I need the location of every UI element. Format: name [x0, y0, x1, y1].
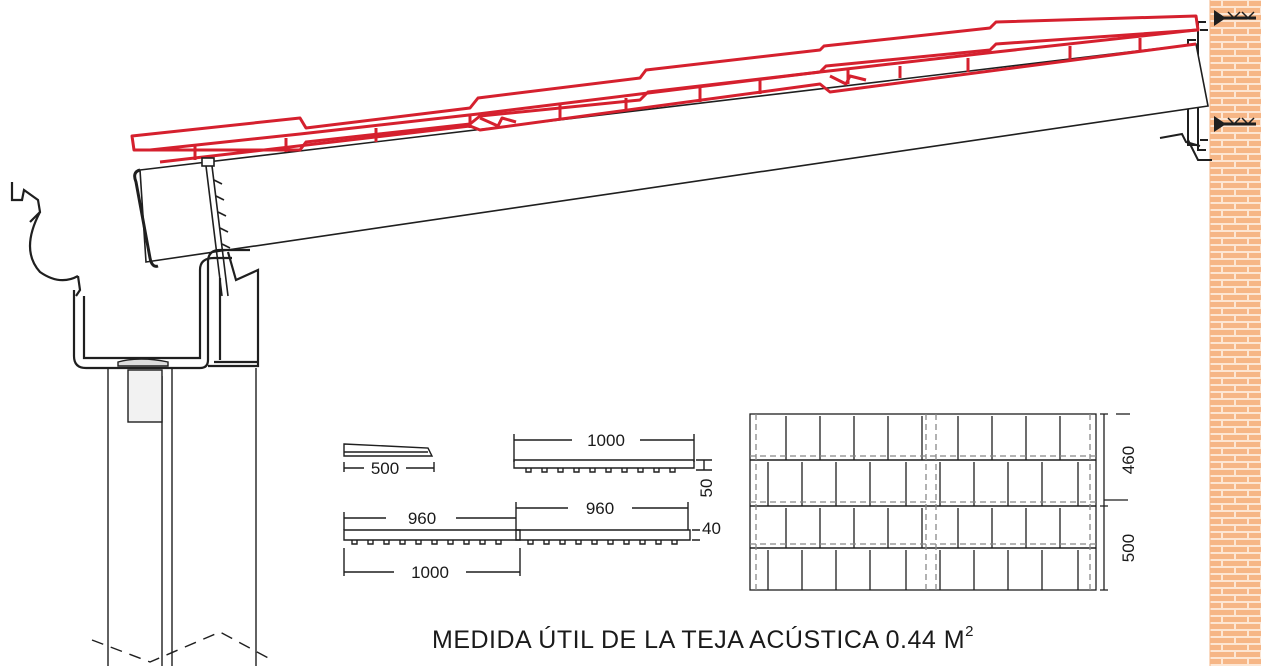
dim-row-pitch: 500 — [1119, 534, 1138, 562]
tile-profile-overlap — [343, 502, 700, 576]
dim-useful-length-right: 960 — [586, 499, 614, 518]
caption-text: MEDIDA ÚTIL DE LA TEJA ACÚSTICA 0.44 M — [432, 625, 965, 654]
end-piece-detail — [343, 443, 435, 472]
dim-tile-length-bottom: 1000 — [411, 563, 449, 582]
dim-tile-length-top: 1000 — [587, 431, 625, 450]
roof-panel-end-cap — [133, 168, 159, 268]
dim-tile-height: 50 — [697, 479, 716, 498]
caption-superscript: 2 — [965, 623, 974, 640]
dim-end-piece-length: 500 — [371, 459, 399, 478]
brick-wall — [1210, 0, 1261, 666]
support-column — [91, 358, 273, 666]
dim-row-height: 460 — [1119, 446, 1138, 474]
roof-panel — [139, 43, 1209, 263]
red-tile-rows — [130, 14, 1200, 164]
tile-profile-single — [513, 434, 712, 473]
fixing-screw — [201, 157, 231, 297]
anchor-bolt-bottom — [1214, 116, 1256, 132]
dim-useful-length-left: 960 — [408, 509, 436, 528]
anchor-bolt-top — [1214, 10, 1256, 26]
gutter-profile — [10, 182, 260, 370]
dim-overlap-height: 40 — [702, 519, 721, 538]
tile-plan-view — [749, 413, 1130, 591]
caption: MEDIDA ÚTIL DE LA TEJA ACÚSTICA 0.44 M2 — [432, 623, 974, 654]
